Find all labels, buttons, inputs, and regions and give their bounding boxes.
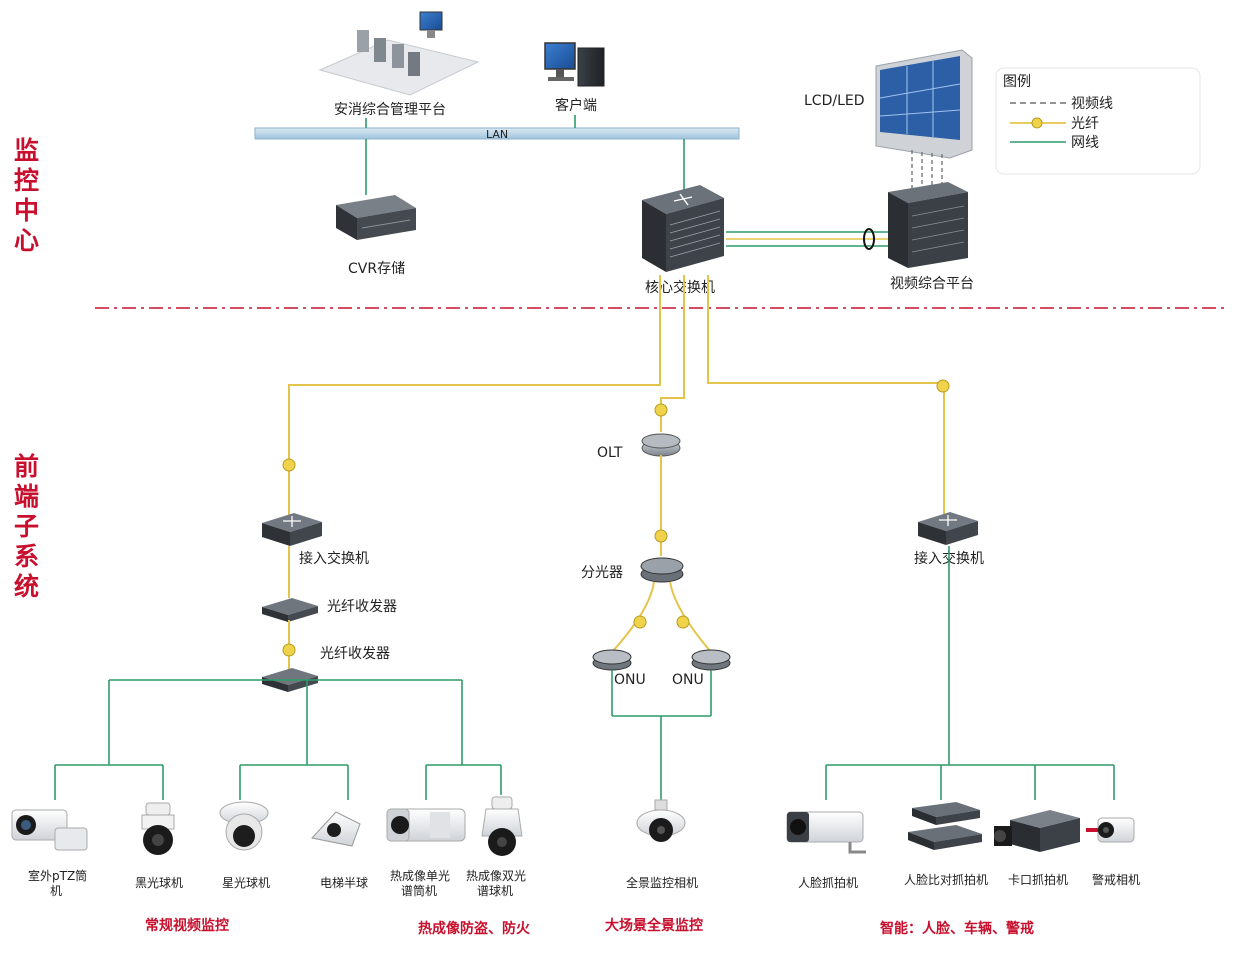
- starlight-dome-camera-icon: [219, 801, 269, 851]
- lan-bus: [254, 127, 740, 140]
- elevator-dome-camera-icon: [311, 811, 361, 847]
- core-to-video-links: [726, 228, 888, 250]
- svg-text:前: 前: [14, 452, 39, 481]
- starlight-label: 星光球机: [222, 876, 270, 890]
- category-smart: 智能：人脸、车辆、警戒: [879, 920, 1034, 937]
- svg-text:控: 控: [14, 166, 39, 195]
- svg-text:统: 统: [14, 572, 39, 601]
- face-capture-label: 人脸抓拍机: [798, 875, 858, 890]
- legend-video-line: 视频线: [1071, 96, 1113, 112]
- core-switch-illustration: [642, 185, 724, 272]
- category-thermal: 热成像防盗、防火: [418, 920, 531, 937]
- client-pc-illustration: [544, 42, 605, 87]
- svg-text:监: 监: [14, 136, 39, 165]
- alert-label: 警戒相机: [1092, 872, 1140, 887]
- client-label: 客户端: [555, 97, 597, 114]
- svg-text:端: 端: [14, 482, 39, 511]
- ptz-label-line1: 室外pTZ筒: [28, 868, 87, 883]
- video-platform-label: 视频综合平台: [890, 276, 974, 292]
- olt-label: OLT: [597, 445, 623, 461]
- splitter-fibers: [611, 581, 712, 653]
- svg-text:心: 心: [14, 226, 39, 255]
- checkpoint-label: 卡口抓拍机: [1008, 872, 1068, 887]
- right-access-switch-illustration: [918, 512, 978, 545]
- olt-illustration: [641, 433, 681, 457]
- panoramic-label: 全景监控相机: [626, 875, 698, 890]
- elevator-label: 电梯半球: [320, 876, 368, 890]
- thermal-bullet-camera-icon: [386, 808, 466, 842]
- onu-left-illustration: [592, 649, 632, 671]
- ptz-bullet-camera-icon: [11, 809, 88, 851]
- splitter-illustration: [640, 557, 684, 583]
- thermal-single-line2: 谱筒机: [401, 883, 437, 898]
- right-network-tree: [825, 546, 1115, 800]
- checkpoint-camera-icon: [994, 810, 1080, 852]
- splitter-label: 分光器: [581, 565, 623, 581]
- left-network-tree: [54, 679, 502, 800]
- left-switch-label: 接入交换机: [299, 550, 369, 567]
- transceiver-top-illustration: [262, 598, 318, 622]
- legend-title: 图例: [1003, 74, 1031, 90]
- section-label-front: 前 端 子 系 统: [14, 452, 39, 601]
- fiber-trunks: [282, 275, 950, 520]
- legend-network: 网线: [1071, 135, 1099, 151]
- thermal-dual-line2: 谱球机: [477, 884, 513, 898]
- transceiver-top-label: 光纤收发器: [327, 599, 397, 615]
- onu-right-label: ONU: [672, 672, 704, 688]
- lan-label: LAN: [486, 128, 508, 141]
- black-light-label: 黑光球机: [135, 876, 183, 890]
- transceiver-bottom-label: 光纤收发器: [320, 646, 390, 662]
- platform-illustration: [318, 11, 480, 96]
- section-label-center: 监 控 中 心: [14, 136, 39, 255]
- lcd-wall-illustration: [875, 49, 973, 159]
- lcd-label: LCD/LED: [804, 93, 865, 109]
- onu-left-label: ONU: [614, 672, 646, 688]
- face-capture-camera-icon: [786, 811, 866, 854]
- cvr-label: CVR存储: [348, 261, 405, 277]
- core-switch-label: 核心交换机: [645, 279, 715, 296]
- thermal-dual-line1: 热成像双光: [466, 869, 526, 883]
- svg-text:子: 子: [14, 512, 39, 541]
- panoramic-camera-icon: [636, 799, 686, 842]
- cvr-storage-illustration: [336, 195, 416, 240]
- face-compare-box-icon: [908, 802, 982, 850]
- thermal-single-line1: 热成像单光: [390, 869, 450, 883]
- platform-label: 安消综合管理平台: [334, 102, 446, 118]
- legend-fiber: 光纤: [1071, 116, 1099, 132]
- video-platform-illustration: [888, 182, 968, 268]
- thermal-dual-dome-camera-icon: [481, 796, 523, 856]
- legend: 图例 视频线 光纤 网线: [995, 67, 1201, 175]
- category-panorama: 大场景全景监控: [605, 917, 703, 934]
- category-regular: 常规视频监控: [145, 917, 229, 934]
- svg-text:中: 中: [14, 196, 39, 225]
- alert-camera-icon: [1086, 817, 1135, 843]
- svg-text:系: 系: [14, 542, 39, 571]
- middle-network-tree: [611, 670, 712, 800]
- face-compare-label: 人脸比对抓拍机: [904, 872, 988, 887]
- onu-right-illustration: [691, 649, 731, 671]
- ptz-label-line2: 机: [50, 884, 62, 898]
- black-light-dome-camera-icon: [141, 802, 175, 855]
- left-access-switch-illustration: [262, 513, 322, 546]
